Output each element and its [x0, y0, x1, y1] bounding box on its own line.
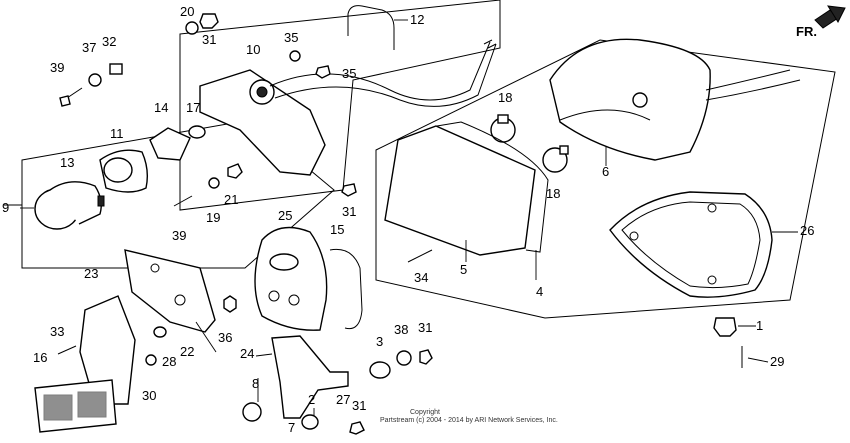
- rubber-strap-part: [329, 248, 363, 330]
- callout-31-top: 31: [202, 32, 216, 47]
- copyright-text: Partstream (c) 2004 - 2014 by ARI Networ…: [380, 417, 558, 424]
- callout-26: 26: [800, 223, 814, 238]
- taillight-housing: [549, 38, 801, 161]
- mudguard-stay: [271, 335, 349, 419]
- callout-31-mid: 31: [342, 204, 356, 219]
- callout-36: 36: [218, 330, 232, 345]
- nut-part: [199, 13, 219, 29]
- callout-4: 4: [536, 284, 543, 299]
- washer-part: [185, 21, 199, 35]
- callout-29: 29: [770, 354, 784, 369]
- callout-19: 19: [206, 210, 220, 225]
- grab-handle-part: [347, 5, 395, 50]
- grommet-part: [713, 317, 737, 337]
- callout-27: 27: [336, 392, 350, 407]
- license-plate-bracket: [124, 249, 216, 333]
- callout-11: 11: [110, 126, 124, 141]
- reflector-mount: [254, 226, 328, 331]
- callout-16: 16: [33, 350, 47, 365]
- damper-3-part: [369, 361, 391, 379]
- screw-19-part: [208, 177, 220, 189]
- washer-part-2: [88, 73, 102, 87]
- license-mount-plate: [79, 295, 136, 405]
- callout-39-top: 39: [50, 60, 64, 75]
- callout-6: 6: [602, 164, 609, 179]
- taillight-lens: [384, 121, 549, 256]
- callout-31-right: 31: [418, 320, 432, 335]
- callout-25: 25: [278, 208, 292, 223]
- callout-7: 7: [288, 420, 295, 435]
- callout-12: 12: [410, 12, 424, 27]
- nut-30-part: [145, 354, 157, 366]
- nut-31d-part: [349, 421, 365, 435]
- callout-1: 1: [756, 318, 763, 333]
- nut-36-part: [223, 295, 237, 313]
- callout-22: 22: [180, 344, 194, 359]
- washer-2-part: [301, 414, 319, 430]
- nut-31b-part: [341, 183, 357, 197]
- callout-30: 30: [142, 388, 156, 403]
- callout-32: 32: [102, 34, 116, 49]
- bolt-33-part: [57, 345, 77, 355]
- callout-20: 20: [180, 4, 194, 19]
- grommet-8-part: [242, 402, 262, 422]
- callout-3: 3: [376, 334, 383, 349]
- bolt-39b-part: [173, 195, 193, 207]
- grommet-28-part: [153, 326, 167, 338]
- front-direction-arrow-icon: [814, 5, 846, 29]
- callout-14: 14: [154, 100, 168, 115]
- callout-34: 34: [414, 270, 428, 285]
- callout-2: 2: [308, 392, 315, 407]
- callout-10: 10: [246, 42, 260, 57]
- bulb-18-upper: [490, 114, 516, 143]
- callout-38: 38: [394, 322, 408, 337]
- callout-17: 17: [186, 100, 200, 115]
- callout-5: 5: [460, 262, 467, 277]
- callout-28: 28: [162, 354, 176, 369]
- callout-24: 24: [240, 346, 254, 361]
- callout-18-lower: 18: [546, 186, 560, 201]
- callout-13: 13: [60, 155, 74, 170]
- direction-label: FR.: [796, 24, 817, 39]
- callout-15: 15: [330, 222, 344, 237]
- screw-part: [109, 63, 123, 75]
- license-light-housing: [99, 149, 149, 193]
- nut-35b-part: [315, 65, 331, 79]
- washer-38-part: [396, 350, 412, 366]
- callout-8: 8: [252, 376, 259, 391]
- license-bracket-assembly: [199, 39, 497, 176]
- callout-37: 37: [82, 40, 96, 55]
- callout-labels: 1 2 3 4 5 6 7 8 9 10 11 12 13 14 15 16 1…: [2, 4, 814, 435]
- lens-screw-part: [407, 249, 433, 263]
- callout-35-right: 35: [342, 66, 356, 81]
- callout-21: 21: [224, 192, 238, 207]
- screw-35a-part: [289, 50, 301, 62]
- rear-reflector: [34, 379, 117, 433]
- callout-33: 33: [50, 324, 64, 339]
- group-box-upper: [179, 0, 501, 211]
- callout-18-upper: 18: [498, 90, 512, 105]
- callout-31-bottom: 31: [352, 398, 366, 413]
- gasket-part: [149, 127, 191, 161]
- callout-23: 23: [84, 266, 98, 281]
- license-light-lens: [34, 181, 105, 230]
- group-box-taillight: [375, 39, 836, 319]
- bulb-18-lower: [542, 145, 569, 173]
- callout-39-bottom: 39: [172, 228, 186, 243]
- copyright-title: Copyright: [410, 409, 440, 416]
- rubber-gasket: [609, 191, 773, 298]
- callout-9: 9: [2, 200, 9, 215]
- leader-lines: [4, 146, 798, 416]
- callout-35-upper: 35: [284, 30, 298, 45]
- nut-31-part: [419, 349, 433, 365]
- nut-21-part: [227, 163, 243, 179]
- bulb-part: [188, 125, 206, 139]
